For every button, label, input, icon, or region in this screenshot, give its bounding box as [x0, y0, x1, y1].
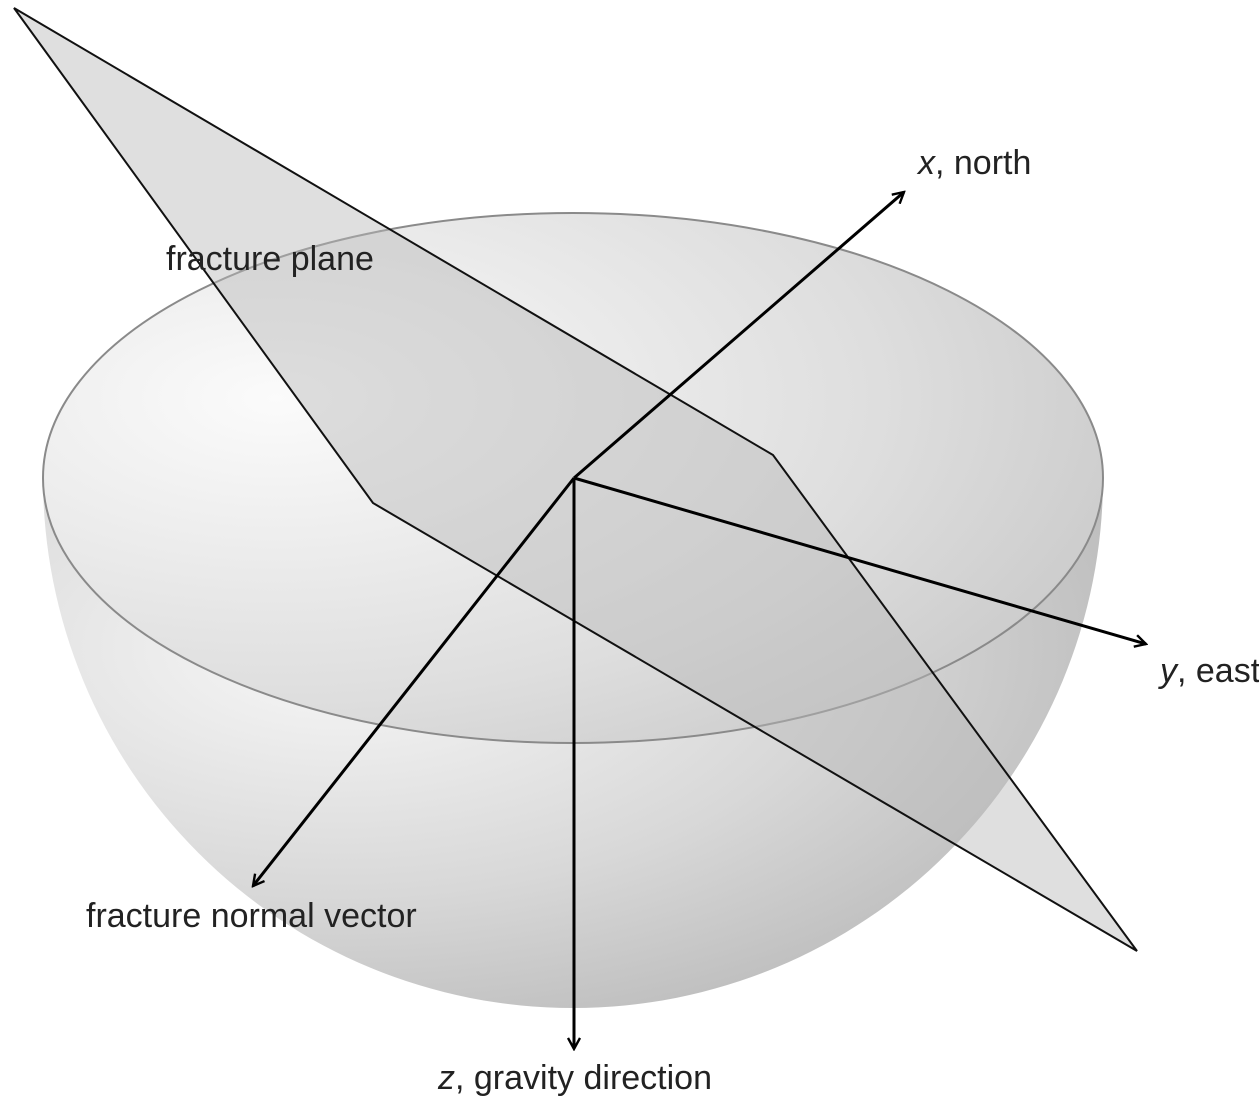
x-axis-symbol: x	[916, 144, 936, 182]
y-axis-symbol: y	[1158, 652, 1179, 690]
z-axis-symbol: z	[437, 1059, 455, 1097]
x-axis-label: x, north	[916, 144, 1031, 182]
z-axis-label: z, gravity direction	[437, 1059, 712, 1097]
fracture-plane-label: fracture plane	[166, 240, 374, 278]
z-axis-name: , gravity direction	[455, 1059, 712, 1097]
y-axis-name: , east	[1177, 652, 1259, 690]
x-axis-name: , north	[935, 144, 1031, 182]
x-axis-arrow	[573, 192, 904, 480]
normal-vector-arrow	[253, 477, 576, 886]
normal-vector-label: fracture normal vector	[86, 897, 417, 935]
fracture-plane-outline	[13, 7, 1138, 952]
y-axis-arrow	[573, 476, 1146, 644]
y-axis-label: y, east	[1158, 652, 1259, 690]
